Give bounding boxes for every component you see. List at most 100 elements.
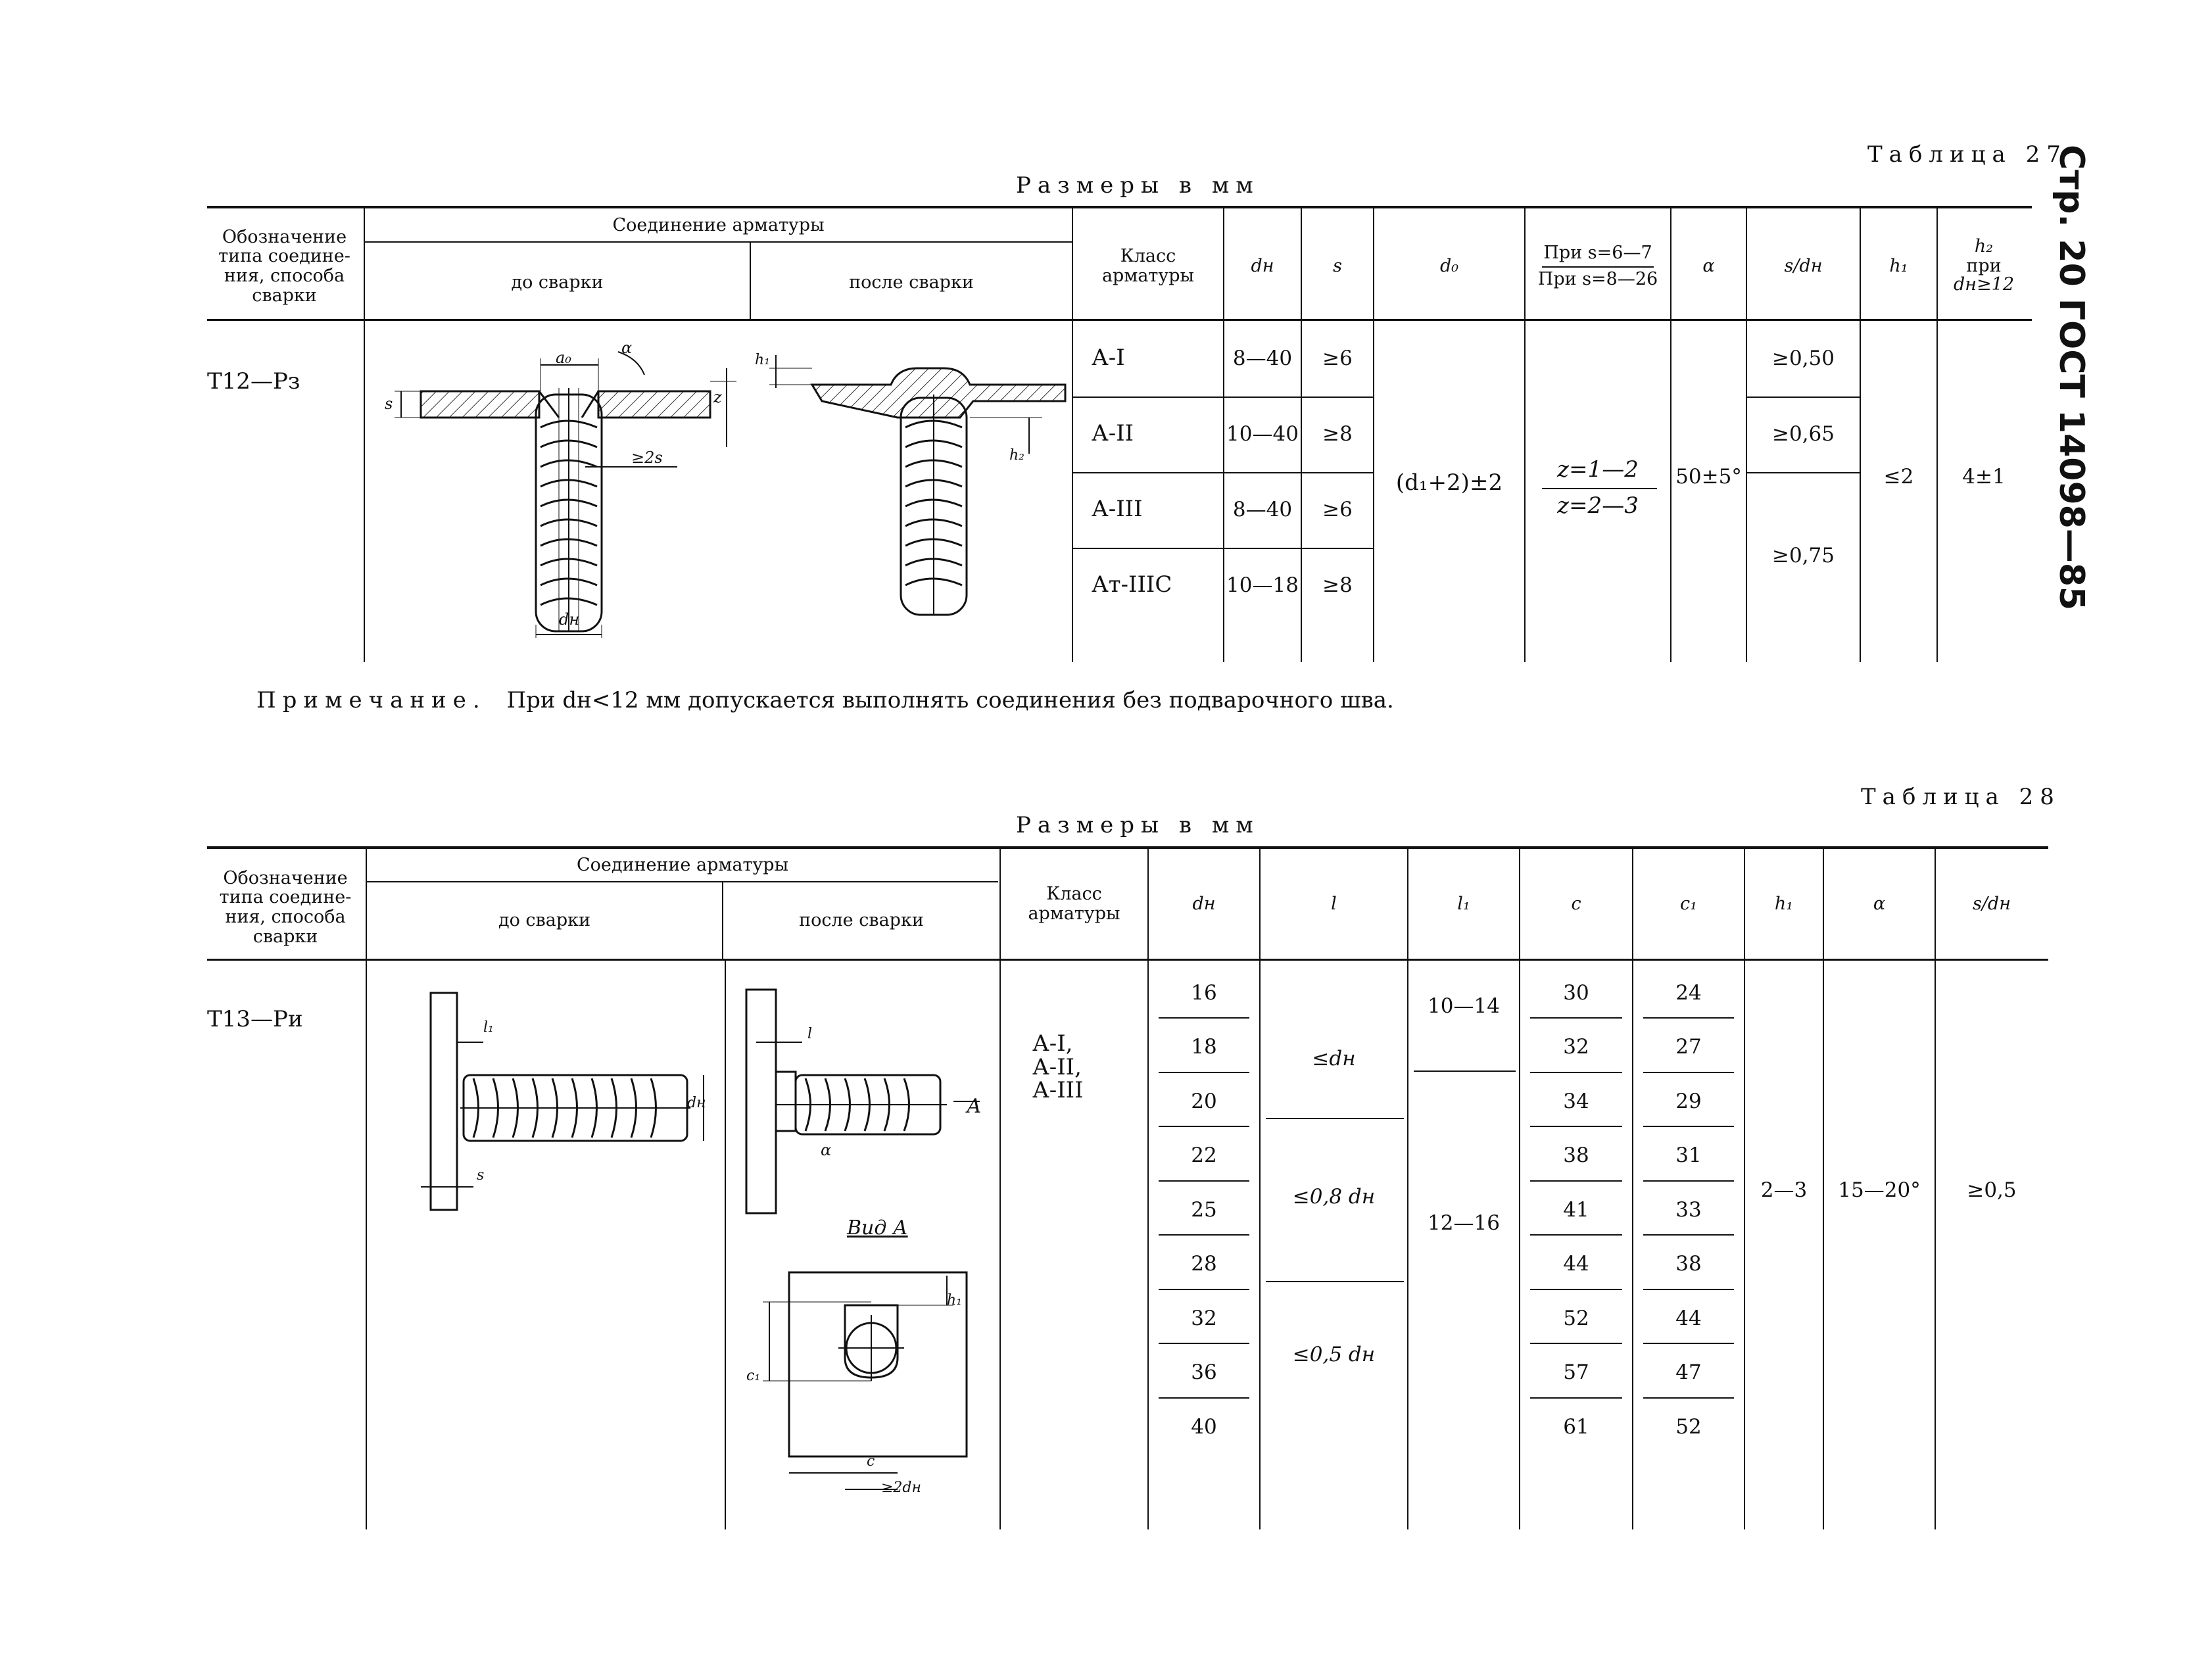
- t27-type: Т12—Рз: [207, 368, 301, 395]
- t27-v7: [1524, 208, 1526, 662]
- t28-class-2: А-II,: [1032, 1053, 1082, 1080]
- t28-c-6: 44: [1563, 1252, 1589, 1276]
- t28-dn-sep: [1159, 1343, 1249, 1344]
- t28-l1-2: 12—16: [1428, 1211, 1500, 1235]
- t28-c-2: 32: [1563, 1035, 1589, 1059]
- t28-v6: [1407, 849, 1408, 1529]
- t28-dn-3: 20: [1191, 1089, 1217, 1113]
- t28-class: А-I, А-II, А-III: [1032, 1032, 1084, 1103]
- t28-c-sep: [1530, 1180, 1622, 1182]
- t28-c-sep: [1530, 1017, 1622, 1019]
- t27-class-1: А-I: [1092, 345, 1125, 372]
- t27-s-4: ≥8: [1322, 573, 1353, 597]
- t28-c-3: 34: [1563, 1089, 1589, 1113]
- t27-class-3: А-III: [1092, 496, 1143, 523]
- t27-v6: [1373, 208, 1374, 662]
- t28-dn-8: 36: [1191, 1360, 1217, 1385]
- t27-class-2: А-II: [1092, 420, 1134, 447]
- t27-dn-4: 10—18: [1226, 573, 1299, 597]
- t27-h-h2-mid: при: [1966, 256, 2002, 277]
- t28-c1-3: 29: [1675, 1089, 1702, 1113]
- t28-l-3: ≤0,5 dн: [1292, 1342, 1376, 1366]
- t28-dn-6: 28: [1191, 1252, 1217, 1276]
- t28-v8: [1632, 849, 1633, 1529]
- t28-h-alpha: α: [1873, 894, 1886, 915]
- t27-r3c: [1302, 548, 1373, 549]
- t28-dn-sep: [1159, 1288, 1249, 1290]
- t28-h-class: Класс арматуры: [1028, 884, 1120, 924]
- table27-units: Размеры в мм: [1016, 172, 1260, 199]
- t27-v2: [750, 243, 751, 319]
- t28-label-s: s: [477, 1167, 485, 1184]
- t27-label-s: s: [385, 395, 393, 413]
- t27-h-class: Класс арматуры: [1101, 246, 1195, 286]
- t28-h-designation: Обозначение типа соедине­ния, способа св…: [219, 867, 352, 947]
- t27-r1c: [1302, 397, 1373, 398]
- t27-v1: [364, 208, 365, 662]
- t27-h-h2-top: h₂: [1974, 236, 1994, 257]
- t27-v3: [1072, 208, 1073, 662]
- t28-v4: [1147, 849, 1149, 1529]
- t27-frac-line: [1542, 266, 1654, 268]
- t27-h-dn: dн: [1251, 256, 1274, 277]
- t28-v3: [999, 849, 1001, 1529]
- t28-dn-7: 32: [1191, 1306, 1217, 1330]
- t28-l-2: ≤0,8 dн: [1292, 1184, 1376, 1209]
- t28-label-c: c: [867, 1453, 875, 1470]
- t28-c1-sep: [1643, 1126, 1734, 1127]
- t28-dn-2: 18: [1191, 1035, 1217, 1059]
- t27-h-connection: Соединение арматуры: [612, 214, 825, 235]
- t28-l-sep1: [1266, 1118, 1404, 1119]
- t28-v7: [1519, 849, 1520, 1529]
- t27-label-alpha: α: [621, 339, 633, 357]
- t27-h-h2-bottom: dн≥12: [1953, 274, 2015, 295]
- t27-r2b: [1224, 472, 1301, 473]
- t28-drawing-view-a: [763, 1271, 968, 1490]
- t28-c-1: 30: [1563, 980, 1589, 1005]
- t28-l1-1: 10—14: [1428, 994, 1500, 1018]
- table28-title: Таблица 28: [1861, 784, 2061, 810]
- t27-d0-value: (d₁+2)±2: [1395, 469, 1503, 496]
- t27-r2c: [1302, 472, 1373, 473]
- t28-c1-sep: [1643, 1071, 1734, 1073]
- t27-r1: [1073, 397, 1223, 398]
- t28-dn-sep: [1159, 1071, 1249, 1073]
- t28-label-l1: l₁: [483, 1019, 494, 1036]
- t28-drawing-before: [421, 992, 704, 1211]
- t27-label-a0: a₀: [556, 349, 571, 367]
- t28-alpha-value: 15—20°: [1838, 1178, 1921, 1202]
- t27-label-z: z: [713, 388, 722, 406]
- t28-c1-9: 52: [1675, 1414, 1702, 1439]
- t27-v11: [1936, 208, 1938, 662]
- t27-h2-value: 4±1: [1962, 464, 2006, 489]
- table28-header-rule: [207, 959, 2048, 961]
- t28-v11: [1935, 849, 1936, 1529]
- t27-label-h1: h₁: [755, 352, 770, 368]
- t28-c-sep: [1530, 1288, 1622, 1290]
- t28-dn-sep: [1159, 1397, 1249, 1399]
- t28-c-sep: [1530, 1071, 1622, 1073]
- t28-h-dn: dн: [1192, 894, 1216, 915]
- t28-c1-4: 31: [1675, 1143, 1702, 1168]
- t28-c1-sep: [1643, 1180, 1734, 1182]
- t27-sdn-r1: [1747, 397, 1860, 398]
- t28-dn-5: 25: [1191, 1197, 1217, 1222]
- t27-s-2: ≥8: [1322, 421, 1353, 446]
- t27-s-1: ≥6: [1322, 346, 1353, 370]
- t28-label-alpha: α: [821, 1141, 832, 1159]
- t27-z-line: [1542, 488, 1657, 489]
- t27-h-s: s: [1333, 256, 1342, 277]
- t28-c1-sep: [1643, 1017, 1734, 1019]
- t28-dn-sep: [1159, 1017, 1249, 1019]
- t28-v1: [366, 849, 367, 1529]
- t27-h-sdn: s/dн: [1784, 256, 1823, 277]
- t28-label-A: А: [967, 1095, 982, 1118]
- t28-drawing-after: [745, 988, 980, 1214]
- t27-z2: z=2—3: [1557, 493, 1639, 519]
- t28-c-8: 57: [1563, 1360, 1589, 1385]
- t28-c-sep: [1530, 1343, 1622, 1344]
- t28-dn-4: 22: [1191, 1143, 1217, 1168]
- t27-h-sfrac-bottom: При s=8—26: [1537, 269, 1658, 290]
- t27-sdn-2: ≥0,65: [1772, 421, 1835, 446]
- t27-dn-3: 8—40: [1232, 497, 1293, 521]
